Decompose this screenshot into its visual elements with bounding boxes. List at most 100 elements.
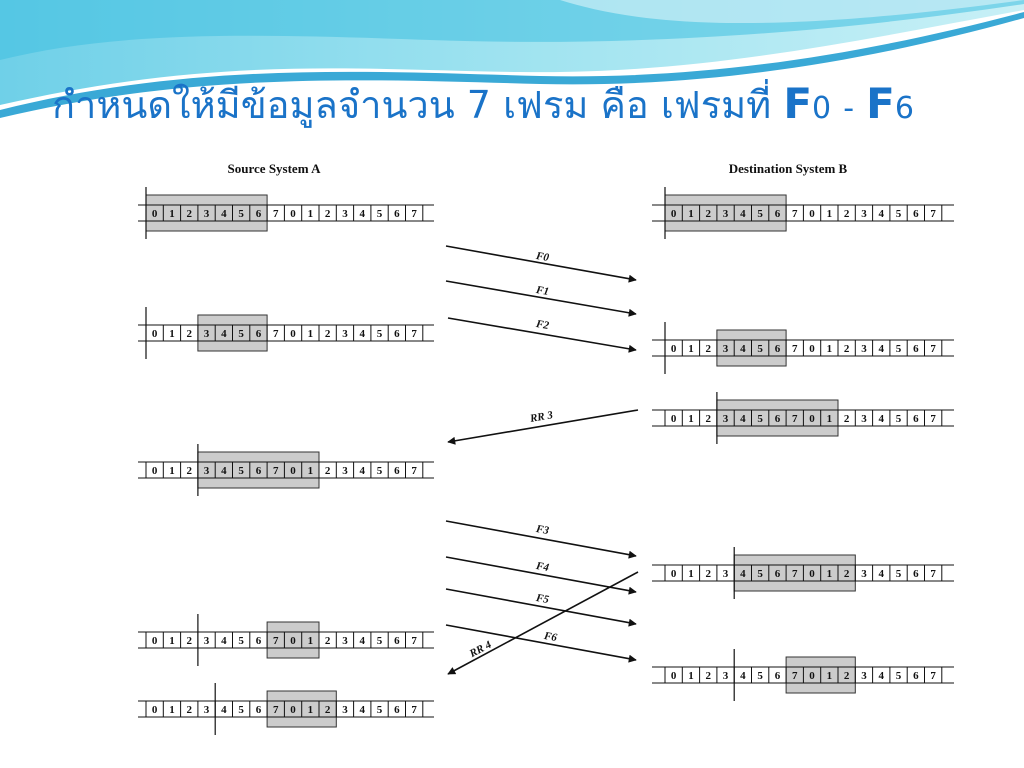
dest-system-title: Destination System B <box>729 161 848 176</box>
dest-cell-number: 6 <box>775 208 781 220</box>
source-cell-number: 1 <box>308 465 314 477</box>
dest-cell-number: 6 <box>913 343 919 355</box>
message-label: F0 <box>534 250 550 264</box>
dest-cell-number: 4 <box>740 208 746 220</box>
source-cell-number: 6 <box>256 635 262 647</box>
source-cell-number: 4 <box>221 328 227 340</box>
message-arrow <box>445 588 637 627</box>
dest-cell-number: 7 <box>792 413 798 425</box>
source-cell-number: 0 <box>290 208 296 220</box>
source-cell-number: 0 <box>290 635 296 647</box>
source-cell-number: 5 <box>377 465 383 477</box>
message-arrow <box>447 571 639 675</box>
source-cell-number: 1 <box>169 208 175 220</box>
dest-cell-number: 7 <box>792 208 798 220</box>
message-label: F4 <box>534 560 550 574</box>
dest-cell-number: 0 <box>809 413 815 425</box>
slide-title: กำหนดให้มีข้อมูลจำนวน 7 เฟรม คือ เฟรมที่… <box>52 78 914 135</box>
dest-cell-number: 0 <box>671 208 677 220</box>
source-cell-number: 2 <box>325 704 331 716</box>
source-cell-number: 2 <box>325 328 331 340</box>
dest-cell-number: 7 <box>792 568 798 580</box>
source-cell-number: 6 <box>394 704 400 716</box>
dest-cell-number: 5 <box>757 413 763 425</box>
source-cell-number: 4 <box>360 635 366 647</box>
source-cell-number: 1 <box>169 328 175 340</box>
message-f6-group: F6 <box>445 624 637 663</box>
dest-cell-number: 1 <box>827 670 833 682</box>
dest-cell-number: 2 <box>706 208 712 220</box>
dest-cell-number: 2 <box>844 568 850 580</box>
source-cell-number: 3 <box>204 208 210 220</box>
dest-cell-number: 1 <box>688 343 694 355</box>
source-cell-number: 3 <box>342 465 348 477</box>
dest-cell-number: 5 <box>896 568 902 580</box>
dest-cell-number: 6 <box>913 413 919 425</box>
dest-cell-number: 6 <box>913 670 919 682</box>
source-cell-number: 5 <box>238 208 244 220</box>
source-cell-number: 4 <box>221 465 227 477</box>
source-cell-number: 2 <box>187 704 193 716</box>
message-arrow <box>445 520 637 559</box>
source-cell-number: 7 <box>411 635 417 647</box>
dest-cell-number: 7 <box>792 343 798 355</box>
dest-cell-number: 2 <box>706 413 712 425</box>
dest-cell-number: 7 <box>930 208 936 220</box>
title-thai-text: กำหนดให้มีข้อมูลจำนวน 7 เฟรม คือ เฟรมที่ <box>52 83 772 127</box>
message-label: F1 <box>534 284 550 298</box>
dest-cell-number: 3 <box>861 413 867 425</box>
source-cell-number: 4 <box>360 704 366 716</box>
dest-cell-number: 0 <box>809 568 815 580</box>
source-cell-number: 4 <box>221 704 227 716</box>
source-cell-number: 0 <box>290 465 296 477</box>
source-cell-number: 7 <box>273 635 279 647</box>
source-cell-number: 7 <box>273 328 279 340</box>
dest-cell-number: 2 <box>706 568 712 580</box>
dest-cell-number: 1 <box>827 208 833 220</box>
source-cell-number: 3 <box>342 635 348 647</box>
dest-cell-number: 6 <box>775 413 781 425</box>
dest-cell-number: 3 <box>861 568 867 580</box>
source-cell-number: 1 <box>308 208 314 220</box>
dest-cell-number: 4 <box>879 670 885 682</box>
dest-cell-number: 7 <box>930 343 936 355</box>
source-cell-number: 4 <box>360 328 366 340</box>
dest-cell-number: 5 <box>757 208 763 220</box>
dest-cell-number: 2 <box>844 208 850 220</box>
message-f4-group: F4 <box>445 556 637 595</box>
dest-cell-number: 0 <box>671 343 677 355</box>
source-cell-number: 0 <box>290 704 296 716</box>
source-cell-number: 2 <box>325 208 331 220</box>
source-cell-number: 1 <box>308 328 314 340</box>
source-cell-number: 4 <box>221 208 227 220</box>
dest-cell-number: 6 <box>775 343 781 355</box>
dest-cell-number: 6 <box>775 670 781 682</box>
dest-cell-number: 2 <box>844 343 850 355</box>
source-system-title: Source System A <box>228 161 322 176</box>
title-f-end-num: 6 <box>894 91 914 126</box>
message-label: F3 <box>534 523 550 537</box>
title-f-start-num: 0 <box>812 91 832 126</box>
dest-cell-number: 5 <box>896 208 902 220</box>
source-cell-number: 1 <box>308 635 314 647</box>
source-cell-number: 6 <box>394 635 400 647</box>
dest-cell-number: 2 <box>706 670 712 682</box>
source-cell-number: 7 <box>411 208 417 220</box>
source-cell-number: 2 <box>187 465 193 477</box>
dest-window-box <box>664 194 787 232</box>
dest-cell-number: 5 <box>757 670 763 682</box>
dest-cell-number: 5 <box>757 568 763 580</box>
source-cell-number: 4 <box>360 465 366 477</box>
dest-cell-number: 0 <box>809 343 815 355</box>
source-cell-number: 4 <box>221 635 227 647</box>
source-cell-number: 6 <box>394 328 400 340</box>
